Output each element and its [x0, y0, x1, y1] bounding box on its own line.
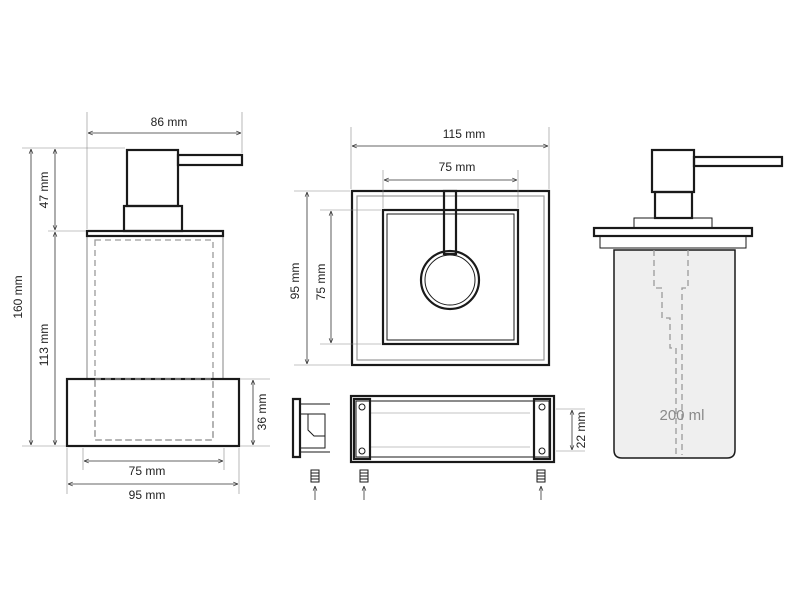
base-block	[65, 377, 241, 448]
screw-hole	[358, 447, 366, 455]
side-view: 200 ml	[592, 148, 784, 459]
pump-collar	[122, 204, 184, 233]
dim-front-height-pump: 47 mm	[37, 172, 51, 209]
glass-jar	[613, 249, 736, 459]
top-pump-ring	[419, 249, 481, 311]
side-plate	[592, 226, 754, 238]
top-spout	[442, 189, 458, 256]
top-inner-square	[381, 208, 520, 346]
screw-hole	[538, 447, 546, 455]
screw-3	[536, 469, 546, 500]
dim-front-width-top: 86 mm	[151, 115, 188, 129]
side-clip	[291, 397, 302, 459]
bracket-end-left	[352, 397, 372, 461]
side-plate-lower	[599, 235, 747, 249]
dim-top-width-outer: 115 mm	[443, 127, 485, 141]
hidden-base-outline	[94, 378, 214, 441]
dim-bracket-height: 22 mm	[574, 412, 588, 449]
side-pump-head	[650, 148, 696, 194]
bracket-end-right	[532, 397, 552, 461]
dip-tube-upper	[653, 250, 677, 455]
bracket-bar-inner	[355, 400, 550, 458]
dim-top-width-inner: 75 mm	[439, 160, 476, 174]
side-pump-collar	[653, 190, 694, 220]
top-pump-ring-inner	[424, 254, 476, 306]
side-plate-top	[633, 217, 713, 229]
dim-top-height-outer: 95 mm	[288, 263, 302, 300]
pump-spout	[176, 153, 244, 167]
top-outer-plate	[350, 189, 551, 367]
top-inner-square-edge	[386, 213, 515, 341]
side-clip-arm	[300, 413, 326, 449]
bracket-view: 22 mm	[291, 394, 588, 500]
top-plate-inner-edge	[356, 195, 545, 361]
volume-label: 200 ml	[659, 407, 704, 424]
screw-2	[359, 469, 369, 500]
dim-front-width-inner: 75 mm	[129, 464, 166, 478]
container-body	[86, 230, 224, 380]
dim-front-width-base: 95 mm	[129, 488, 166, 502]
dip-tube-right	[681, 250, 689, 455]
pump-head	[125, 148, 180, 208]
front-view: 86 mm 160 mm 47 mm 113 mm 36 mm 75 mm 95…	[11, 112, 270, 502]
container-top-lip	[85, 229, 225, 238]
screw-1	[310, 469, 320, 500]
dim-top-height-inner: 75 mm	[314, 264, 328, 301]
hidden-bottle-outline	[94, 239, 214, 441]
bracket-bar	[349, 394, 556, 464]
dim-front-height-base: 36 mm	[255, 394, 269, 431]
screw-hole	[538, 403, 546, 411]
dim-front-height-total: 160 mm	[11, 275, 25, 318]
dim-front-height-body: 113 mm	[37, 324, 51, 366]
side-pump-spout	[692, 155, 784, 168]
screw-hole	[358, 403, 366, 411]
top-view: 115 mm 75 mm 95 mm 75 mm	[288, 127, 551, 367]
